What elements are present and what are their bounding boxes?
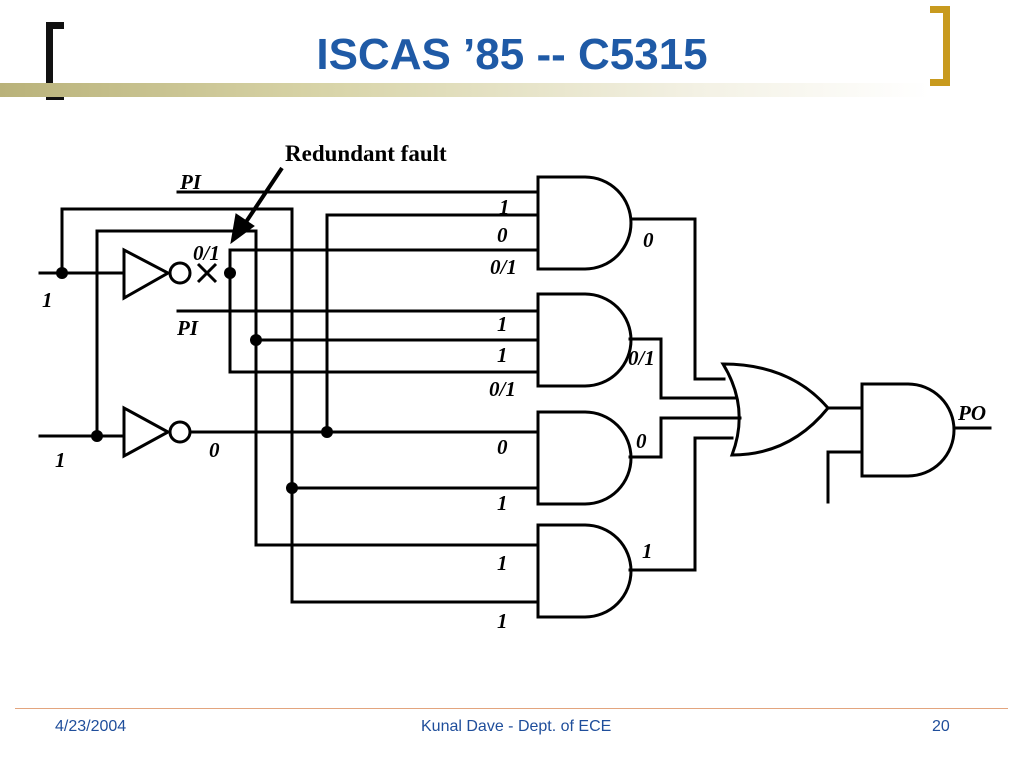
pi-mid-label: PI: [176, 316, 199, 340]
gate2-output-value: 0/1: [628, 346, 655, 370]
gate1-output-value: 0: [643, 228, 654, 252]
gate4-output-value: 1: [642, 539, 653, 563]
inverter2-output-value: 0: [209, 438, 220, 462]
footer-date: 4/23/2004: [55, 718, 127, 735]
right-bracket-decoration: [930, 6, 950, 86]
gate3-output-value: 0: [636, 429, 647, 453]
gate1-input1-value: 1: [499, 195, 510, 219]
gate1-input2-value: 0: [497, 223, 508, 247]
gate4-input2-value: 1: [497, 609, 508, 633]
gate2-input3-value: 0/1: [489, 377, 516, 401]
input1-value: 1: [42, 288, 53, 312]
po-label: PO: [957, 401, 986, 425]
circuit-diagram: Redundant fault PI PI 1 1 0/1 0 1 0 0/1 …: [38, 141, 992, 633]
redundant-fault-callout: Redundant fault: [285, 141, 447, 166]
gate1-input3-value: 0/1: [490, 255, 517, 279]
footer-page-number: 20: [932, 718, 950, 735]
gate4-input1-value: 1: [497, 551, 508, 575]
inverter1-fault-value: 0/1: [193, 241, 220, 265]
footer-author: Kunal Dave - Dept. of ECE: [421, 718, 612, 735]
gate2-input2-value: 1: [497, 343, 508, 367]
input2-value: 1: [55, 448, 66, 472]
title-underline-band: [0, 83, 930, 97]
pi-top-label: PI: [179, 170, 202, 194]
gate2-input1-value: 1: [497, 312, 508, 336]
footer-rule: [15, 708, 1008, 709]
slide-title: ISCAS ’85 -- C5315: [316, 30, 708, 79]
gate3-input1-value: 0: [497, 435, 508, 459]
gate3-input2-value: 1: [497, 491, 508, 515]
